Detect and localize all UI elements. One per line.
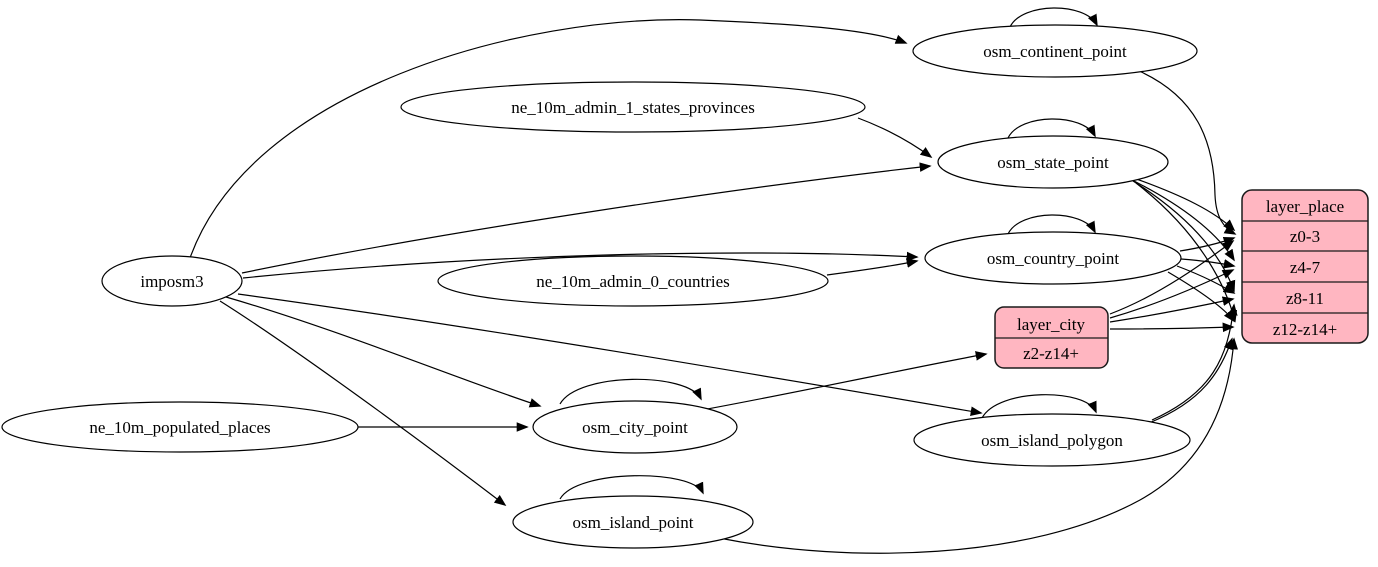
edge-imposm3-continent	[189, 19, 908, 259]
edge-layer-city-z4-7	[1109, 269, 1235, 319]
node-ne-countries-label: ne_10m_admin_0_countries	[536, 272, 730, 291]
edge-layer-city-z0-3	[1109, 239, 1235, 315]
node-island-point-label: osm_island_point	[573, 513, 694, 532]
layer-city-title: layer_city	[1017, 315, 1085, 334]
edges	[189, 7, 1239, 554]
layer-place-title: layer_place	[1266, 197, 1344, 216]
edge-state-z8-11	[1132, 180, 1236, 293]
node-osm-city-point: osm_city_point	[532, 400, 738, 454]
edge-layer-city-z12-z14	[1109, 322, 1235, 333]
node-osm-island-point: osm_island_point	[512, 495, 754, 549]
node-city-label: osm_city_point	[582, 418, 688, 437]
node-ne-10m-populated-places: ne_10m_populated_places	[1, 401, 359, 453]
edge-state-z4-7	[1129, 178, 1235, 262]
node-layer-place: layer_place z0-3 z4-7 z8-11 z12-z14+	[1241, 189, 1369, 344]
edge-ne-states-state	[857, 117, 933, 158]
self-loop-state	[1007, 118, 1096, 139]
node-osm-state-point: osm_state_point	[937, 135, 1169, 189]
edge-imposm3-state	[241, 162, 932, 274]
self-loop-country	[1007, 214, 1096, 235]
node-ne-10m-admin-1-states-provinces: ne_10m_admin_1_states_provinces	[400, 81, 866, 133]
node-island-polygon-label: osm_island_polygon	[981, 431, 1123, 450]
node-state-label: osm_state_point	[997, 153, 1109, 172]
edge-city-layer-city	[701, 351, 988, 411]
self-loop-island-polygon	[981, 394, 1097, 419]
node-osm-continent-point: osm_continent_point	[912, 24, 1198, 78]
self-loop-island-point	[559, 475, 704, 500]
node-ne-states-label: ne_10m_admin_1_states_provinces	[511, 98, 755, 117]
layer-place-row-z8-11: z8-11	[1286, 289, 1324, 308]
layer-place-row-z12-z14: z12-z14+	[1273, 320, 1337, 339]
layer-place-row-z0-3: z0-3	[1290, 227, 1320, 246]
self-loop-continent	[1009, 7, 1098, 28]
edge-state-z0-3	[1127, 175, 1236, 232]
node-layer-city: layer_city z2-z14+	[994, 306, 1109, 369]
node-country-label: osm_country_point	[987, 249, 1119, 268]
edge-island-point-z12-z14	[718, 337, 1239, 554]
edge-country-z4-7	[1180, 258, 1236, 269]
edge-ne-countries-country	[826, 258, 919, 276]
edge-imposm3-country	[242, 251, 919, 279]
edge-layer-city-z8-11	[1109, 296, 1235, 323]
node-ne-10m-admin-0-countries: ne_10m_admin_0_countries	[437, 255, 829, 307]
edge-island-polygon-z12-z14	[1148, 337, 1233, 424]
node-osm-country-point: osm_country_point	[924, 231, 1182, 285]
edge-country-z12-z14	[1167, 271, 1236, 323]
layer-place-row-z4-7: z4-7	[1290, 258, 1321, 277]
edge-country-z0-3	[1179, 236, 1236, 252]
node-osm-island-polygon: osm_island_polygon	[913, 413, 1191, 467]
layer-city-row-z2-z14: z2-z14+	[1023, 344, 1079, 363]
self-loop-city	[559, 378, 702, 405]
edge-country-z8-11	[1176, 265, 1236, 294]
edge-imposm3-island-polygon	[237, 293, 983, 416]
node-imposm3-label: imposm3	[140, 272, 203, 291]
edge-imposm3-city	[225, 296, 542, 408]
node-ne-places-label: ne_10m_populated_places	[89, 418, 270, 437]
edge-imposm3-island-point	[219, 300, 507, 507]
node-continent-label: osm_continent_point	[983, 42, 1127, 61]
edge-island-polygon-z8-11	[1151, 303, 1238, 421]
node-imposm3: imposm3	[101, 255, 243, 307]
